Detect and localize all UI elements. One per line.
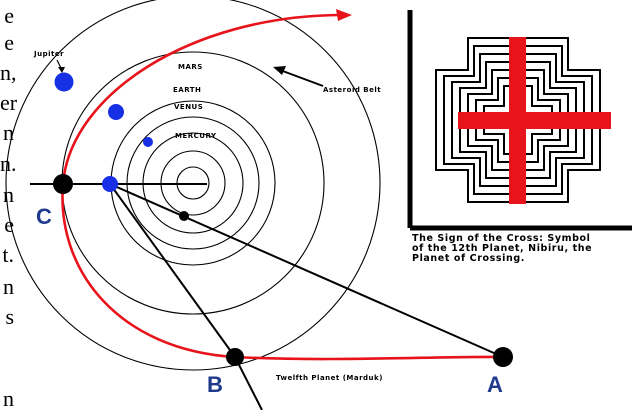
mercury-planet	[143, 137, 153, 147]
edge-fragment: n	[3, 120, 14, 145]
earth-planet	[108, 104, 124, 120]
point-b-label: B	[207, 372, 223, 397]
edge-fragment: s	[5, 304, 14, 329]
cross-outline	[459, 61, 577, 179]
line-to-b	[109, 183, 236, 358]
jupiter-label: Jupiter	[33, 50, 64, 58]
edge-fragment: n	[3, 182, 14, 207]
earth-label: EARTH	[173, 86, 201, 94]
edge-fragment: n,	[0, 60, 17, 85]
position-a-dot	[493, 347, 513, 367]
edge-fragment: n	[3, 274, 14, 299]
red-cross-horizontal	[458, 112, 611, 129]
cross-outline	[475, 77, 561, 163]
orbit-arrowhead	[336, 9, 352, 21]
caption-line: The Sign of the Cross: Symbol	[412, 233, 591, 244]
caption-line: of the 12th Planet, Nibiru, the	[412, 243, 593, 254]
twelfth-planet-orbit	[61, 13, 504, 361]
cross-outline	[435, 37, 601, 203]
asteroid-belt-pointer	[279, 69, 324, 87]
cross-concentric-outlines	[435, 37, 601, 203]
orbit-ring-outer	[5, 0, 381, 371]
asteroid-belt-label: Asteroid Belt	[323, 86, 381, 94]
edge-fragment: e	[4, 3, 14, 28]
cross-caption: The Sign of the Cross: Symbol of the 12t…	[412, 234, 632, 264]
cross-outline	[467, 69, 569, 171]
edge-fragment: n	[3, 386, 14, 411]
jupiter-planet	[54, 72, 74, 92]
cross-outline	[483, 85, 553, 155]
line-beyond-b	[234, 356, 263, 410]
twelfth-planet-label: Twelfth Planet (Marduk)	[276, 374, 383, 382]
venus-label: VENUS	[174, 103, 203, 111]
edge-fragment: er	[0, 90, 18, 115]
point-a-label: A	[487, 372, 503, 397]
edge-fragment: n.	[0, 151, 17, 176]
edge-fragment: t.	[2, 242, 14, 267]
position-b-dot	[226, 348, 244, 366]
mars-label: MARS	[178, 63, 203, 71]
mercury-label: MERCURY	[175, 132, 217, 140]
venus-planet	[102, 176, 118, 192]
point-c-label: C	[36, 204, 52, 229]
cross-outline	[451, 53, 585, 187]
cross-outline	[443, 45, 593, 195]
jupiter-pointer-head	[58, 67, 65, 73]
midpoint-dot	[179, 211, 189, 221]
orbit-rings	[5, 0, 381, 371]
line-to-a	[109, 183, 504, 358]
cross-symbol	[407, 10, 632, 231]
asteroid-belt-pointer-head	[273, 66, 286, 75]
position-c-dot	[53, 174, 73, 194]
caption-line: Planet of Crossing.	[412, 253, 525, 264]
edge-fragment: e	[4, 30, 14, 55]
edge-fragment: e	[4, 212, 14, 237]
